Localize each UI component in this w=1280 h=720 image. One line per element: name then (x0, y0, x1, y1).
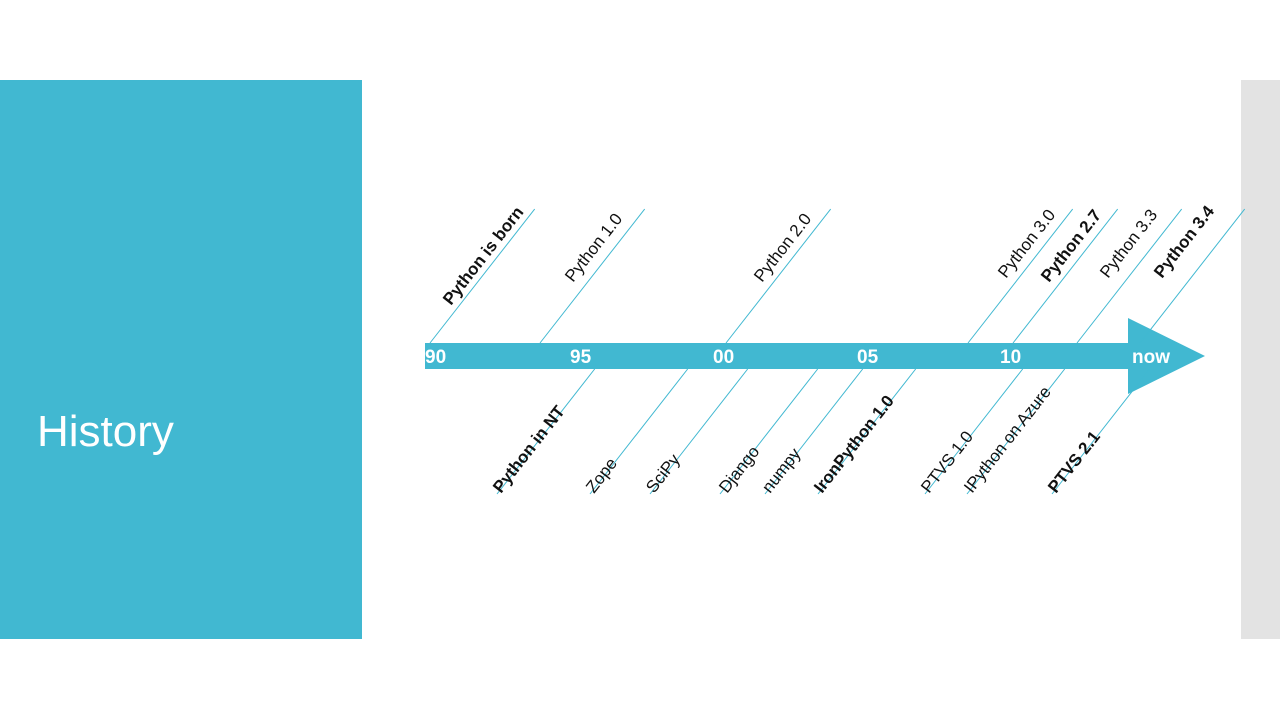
event-line-python-2-7 (1012, 208, 1119, 344)
event-line-python-3-3 (1076, 208, 1183, 344)
event-label-ptvs-2-1: PTVS 2.1 (1044, 427, 1104, 496)
left-accent-panel: History (0, 80, 362, 639)
axis-label-10: 10 (1000, 347, 1021, 368)
event-line-python-2-0 (725, 208, 832, 344)
axis-label-90: 90 (425, 347, 446, 368)
event-label-scipy: SciPy (642, 450, 684, 496)
event-label-python-is-born: Python is born (439, 203, 527, 308)
event-label-python-in-nt: Python in NT (489, 402, 569, 497)
timeline-arrow (425, 318, 1205, 394)
event-line-ipython-on-azure (966, 368, 1066, 495)
event-line-ptvs-2-1 (1051, 368, 1151, 495)
event-line-zope (589, 368, 689, 495)
event-line-ptvs-1-0 (924, 368, 1024, 495)
event-label-django: Django (715, 442, 763, 496)
event-line-python-is-born (429, 208, 536, 344)
axis-label-05: 05 (857, 347, 879, 368)
axis-label-00: 00 (713, 347, 734, 368)
event-line-python-3-4 (1139, 208, 1246, 344)
event-line-python-3-0 (967, 208, 1074, 344)
right-gray-strip (1241, 80, 1280, 639)
event-line-python-in-nt (496, 368, 596, 495)
event-label-ironpython-1-0: IronPython 1.0 (810, 392, 898, 497)
event-line-ironpython-1-0 (817, 368, 917, 495)
event-label-numpy: numpy (758, 444, 805, 496)
event-line-python-1-0 (539, 208, 646, 344)
event-label-zope: Zope (582, 454, 621, 496)
event-label-python-3-4: Python 3.4 (1150, 202, 1218, 282)
event-line-django (719, 368, 819, 495)
slide-title: History (37, 407, 174, 456)
axis-label-95: 95 (570, 347, 592, 368)
axis-labels: 90 95 00 05 10 now (425, 347, 1170, 368)
event-line-numpy (764, 368, 864, 495)
event-line-scipy (649, 368, 749, 495)
axis-label-now: now (1132, 347, 1170, 368)
event-label-python-2-0: Python 2.0 (750, 210, 815, 286)
